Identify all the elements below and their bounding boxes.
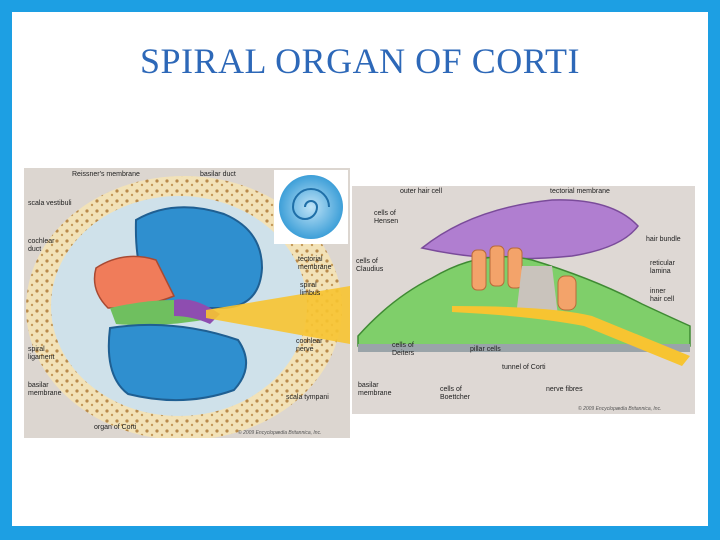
label-scala-vestibuli: scala vestibuli xyxy=(28,200,72,207)
cochlea-cross-section-panel: Reissner's membrane basilar duct scala v… xyxy=(24,168,350,438)
label-scala-tympani: scala tympani xyxy=(286,394,329,401)
label-basilar-duct: basilar duct xyxy=(200,171,236,178)
outer-hair-cell-3 xyxy=(507,247,523,289)
label-spiral-limbus: spiral limbus xyxy=(300,282,321,297)
label-hair-bundle: hair bundle xyxy=(646,236,681,243)
organ-of-corti-detail-illustration xyxy=(357,199,691,366)
slide-title: SPIRAL ORGAN OF CORTI xyxy=(139,41,581,81)
label-tunnel-of-corti: tunnel of Corti xyxy=(502,364,546,371)
cochlea-cross-section-illustration xyxy=(26,170,350,438)
label-tectorial-membrane-detail: tectorial membrane xyxy=(550,188,610,195)
label-reticular-lamina: reticular lamina xyxy=(650,260,675,275)
outer-hair-cell-2 xyxy=(489,245,505,287)
organ-of-corti xyxy=(110,300,214,326)
label-outer-hair-cell: outer hair cell xyxy=(400,188,443,195)
label-pillar-cells: pillar cells xyxy=(470,346,501,353)
nerve-fibres xyxy=(452,306,690,366)
inner-hair-cell xyxy=(557,275,577,311)
label-cochlear-duct: cochlear duct xyxy=(28,238,55,253)
label-nerve-fibres: nerve fibres xyxy=(546,386,583,393)
outer-hair-cell-1 xyxy=(471,249,487,291)
label-basilar-membrane: basilar membrane xyxy=(28,382,62,397)
basilar-membrane xyxy=(358,344,690,352)
tunnel-of-corti xyxy=(516,266,558,316)
label-spiral-ligament: spiral ligament xyxy=(28,346,55,361)
label-reissners-membrane: Reissner's membrane xyxy=(72,171,140,178)
cochlear-nerve xyxy=(206,286,350,344)
right-credit: © 2009 Encyclopædia Britannica, Inc. xyxy=(578,406,662,412)
label-cells-of-boettcher: cells of Boettcher xyxy=(440,386,470,401)
label-tectorial-membrane: tectorial membrane xyxy=(298,256,332,271)
label-cochlear-nerve: cochlear nerve xyxy=(296,338,323,353)
label-cells-of-deiters: cells of Deiters xyxy=(392,342,415,357)
label-cells-of-hensen: cells of Hensen xyxy=(374,210,399,225)
label-inner-hair-cell: inner hair cell xyxy=(650,288,675,303)
tectorial-membrane xyxy=(420,199,639,260)
left-credit: © 2009 Encyclopædia Britannica, Inc. xyxy=(238,430,322,436)
scala-tympani xyxy=(107,323,247,402)
label-cells-of-claudius: cells of Claudius xyxy=(356,258,384,273)
cochlea-inset-icon xyxy=(279,175,343,239)
label-organ-of-corti: organ of Corti xyxy=(94,424,137,431)
organ-of-corti-detail-panel: outer hair cell tectorial membrane cells… xyxy=(352,186,695,414)
label-basilar-membrane-detail: basilar membrane xyxy=(358,382,392,397)
